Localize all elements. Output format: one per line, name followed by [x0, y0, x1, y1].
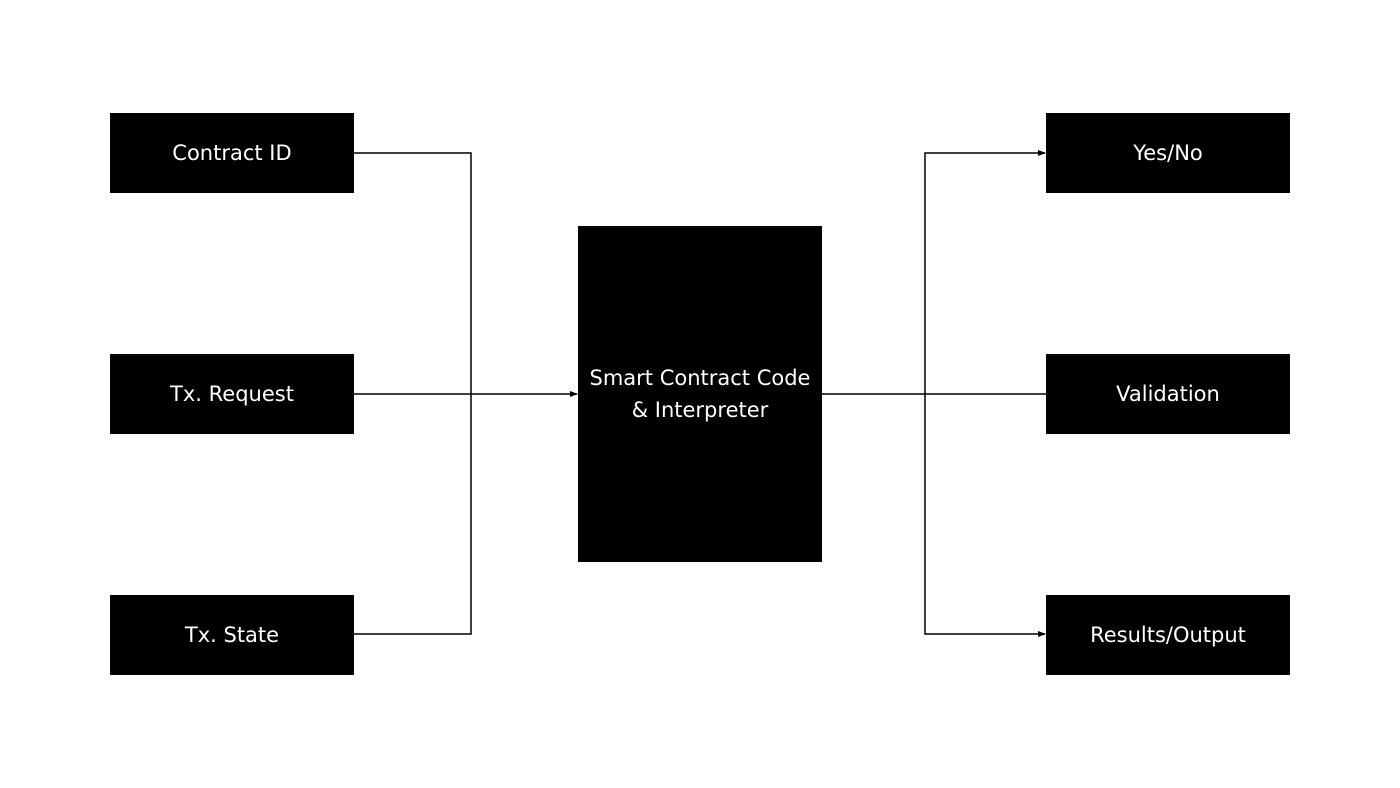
results-output-box: Results/Output: [1046, 595, 1290, 675]
contract-id-label: Contract ID: [172, 141, 292, 165]
yes-no-box: Yes/No: [1046, 113, 1290, 193]
connector-results: [924, 394, 1046, 637]
validation-label: Validation: [1116, 382, 1220, 406]
connector-tx-state: [354, 394, 472, 635]
results-output-label: Results/Output: [1090, 623, 1246, 647]
tx-state-label: Tx. State: [184, 623, 280, 647]
tx-request-box: Tx. Request: [110, 354, 354, 434]
core-label-line1: Smart Contract Code: [589, 366, 811, 390]
core-label-line2: & Interpreter: [631, 398, 769, 422]
yes-no-label: Yes/No: [1133, 141, 1203, 165]
smart-contract-core-box: Smart Contract Code & Interpreter: [578, 226, 822, 562]
tx-state-box: Tx. State: [110, 595, 354, 675]
connector-yes-no: [924, 150, 1046, 394]
validation-box: Validation: [1046, 354, 1290, 434]
connector-contract-id: [354, 152, 472, 394]
tx-request-label: Tx. Request: [170, 382, 294, 406]
contract-id-box: Contract ID: [110, 113, 354, 193]
